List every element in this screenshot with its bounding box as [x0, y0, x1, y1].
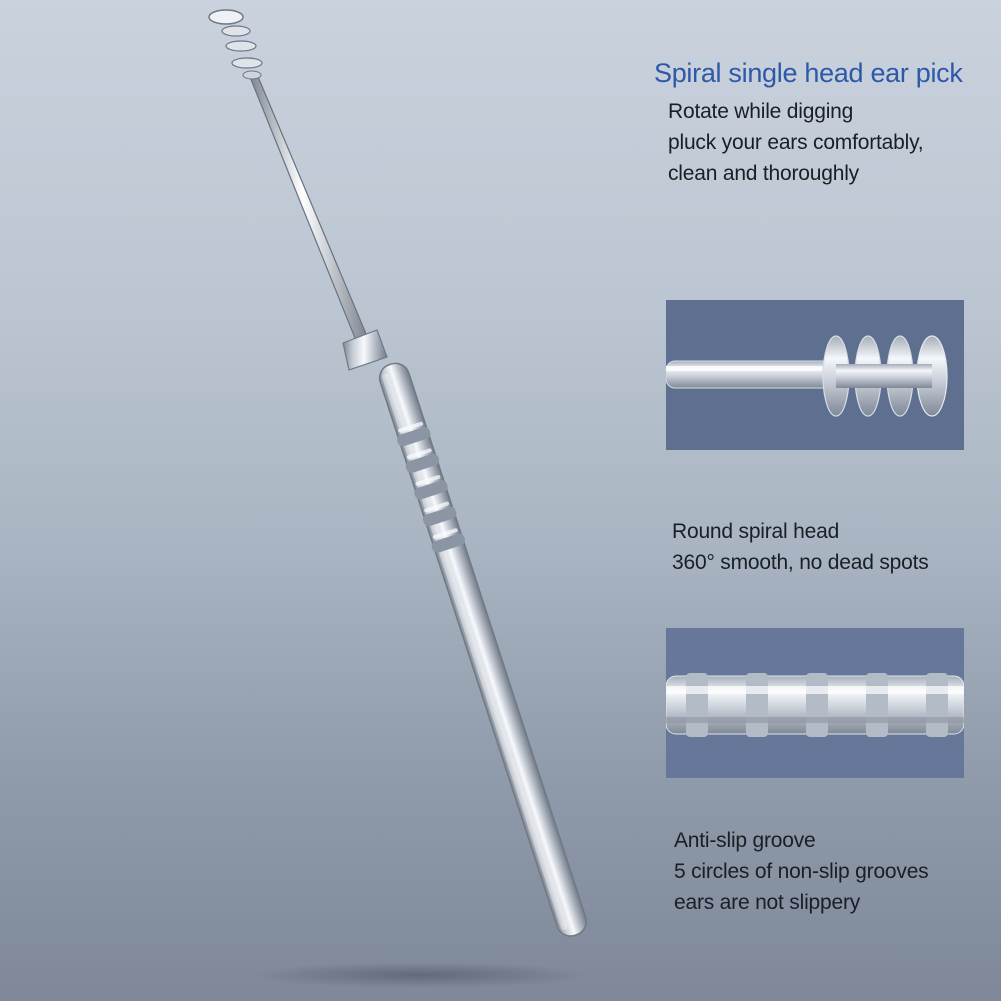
feature-rotate-description: Rotate while digging pluck your ears com… [668, 96, 924, 189]
ear-pick-tool [208, 9, 588, 937]
product-headline: Spiral single head ear pick [654, 58, 963, 88]
thin-shaft [247, 71, 370, 344]
product-shadow [250, 962, 590, 988]
feature-anti-slip-description: Anti-slip groove 5 circles of non-slip g… [674, 825, 929, 918]
description-line-3: clean and thoroughly [668, 162, 859, 185]
handle-body [378, 362, 588, 937]
grip-groove-closeup [666, 628, 964, 778]
grip-groove-detail-panel [666, 628, 964, 778]
spiral-head [208, 9, 263, 80]
spiral-head-closeup [666, 300, 964, 450]
grip-grooves [397, 421, 466, 553]
spiral-head-title: Round spiral head [672, 520, 840, 543]
feature-spiral-head-description: Round spiral head 360° smooth, no dead s… [672, 516, 929, 578]
spiral-head-detail-panel [666, 300, 964, 450]
shaft-neck [342, 329, 388, 371]
description-line-1: Rotate while digging [668, 100, 854, 123]
anti-slip-extra: ears are not slippery [674, 891, 861, 914]
anti-slip-detail: 5 circles of non-slip grooves [674, 860, 929, 883]
description-line-2: pluck your ears comfortably, [668, 131, 924, 154]
spiral-rings [822, 335, 948, 417]
anti-slip-title: Anti-slip groove [674, 829, 816, 852]
grip-groove-cutouts [666, 673, 964, 737]
spiral-head-detail: 360° smooth, no dead spots [672, 551, 929, 574]
